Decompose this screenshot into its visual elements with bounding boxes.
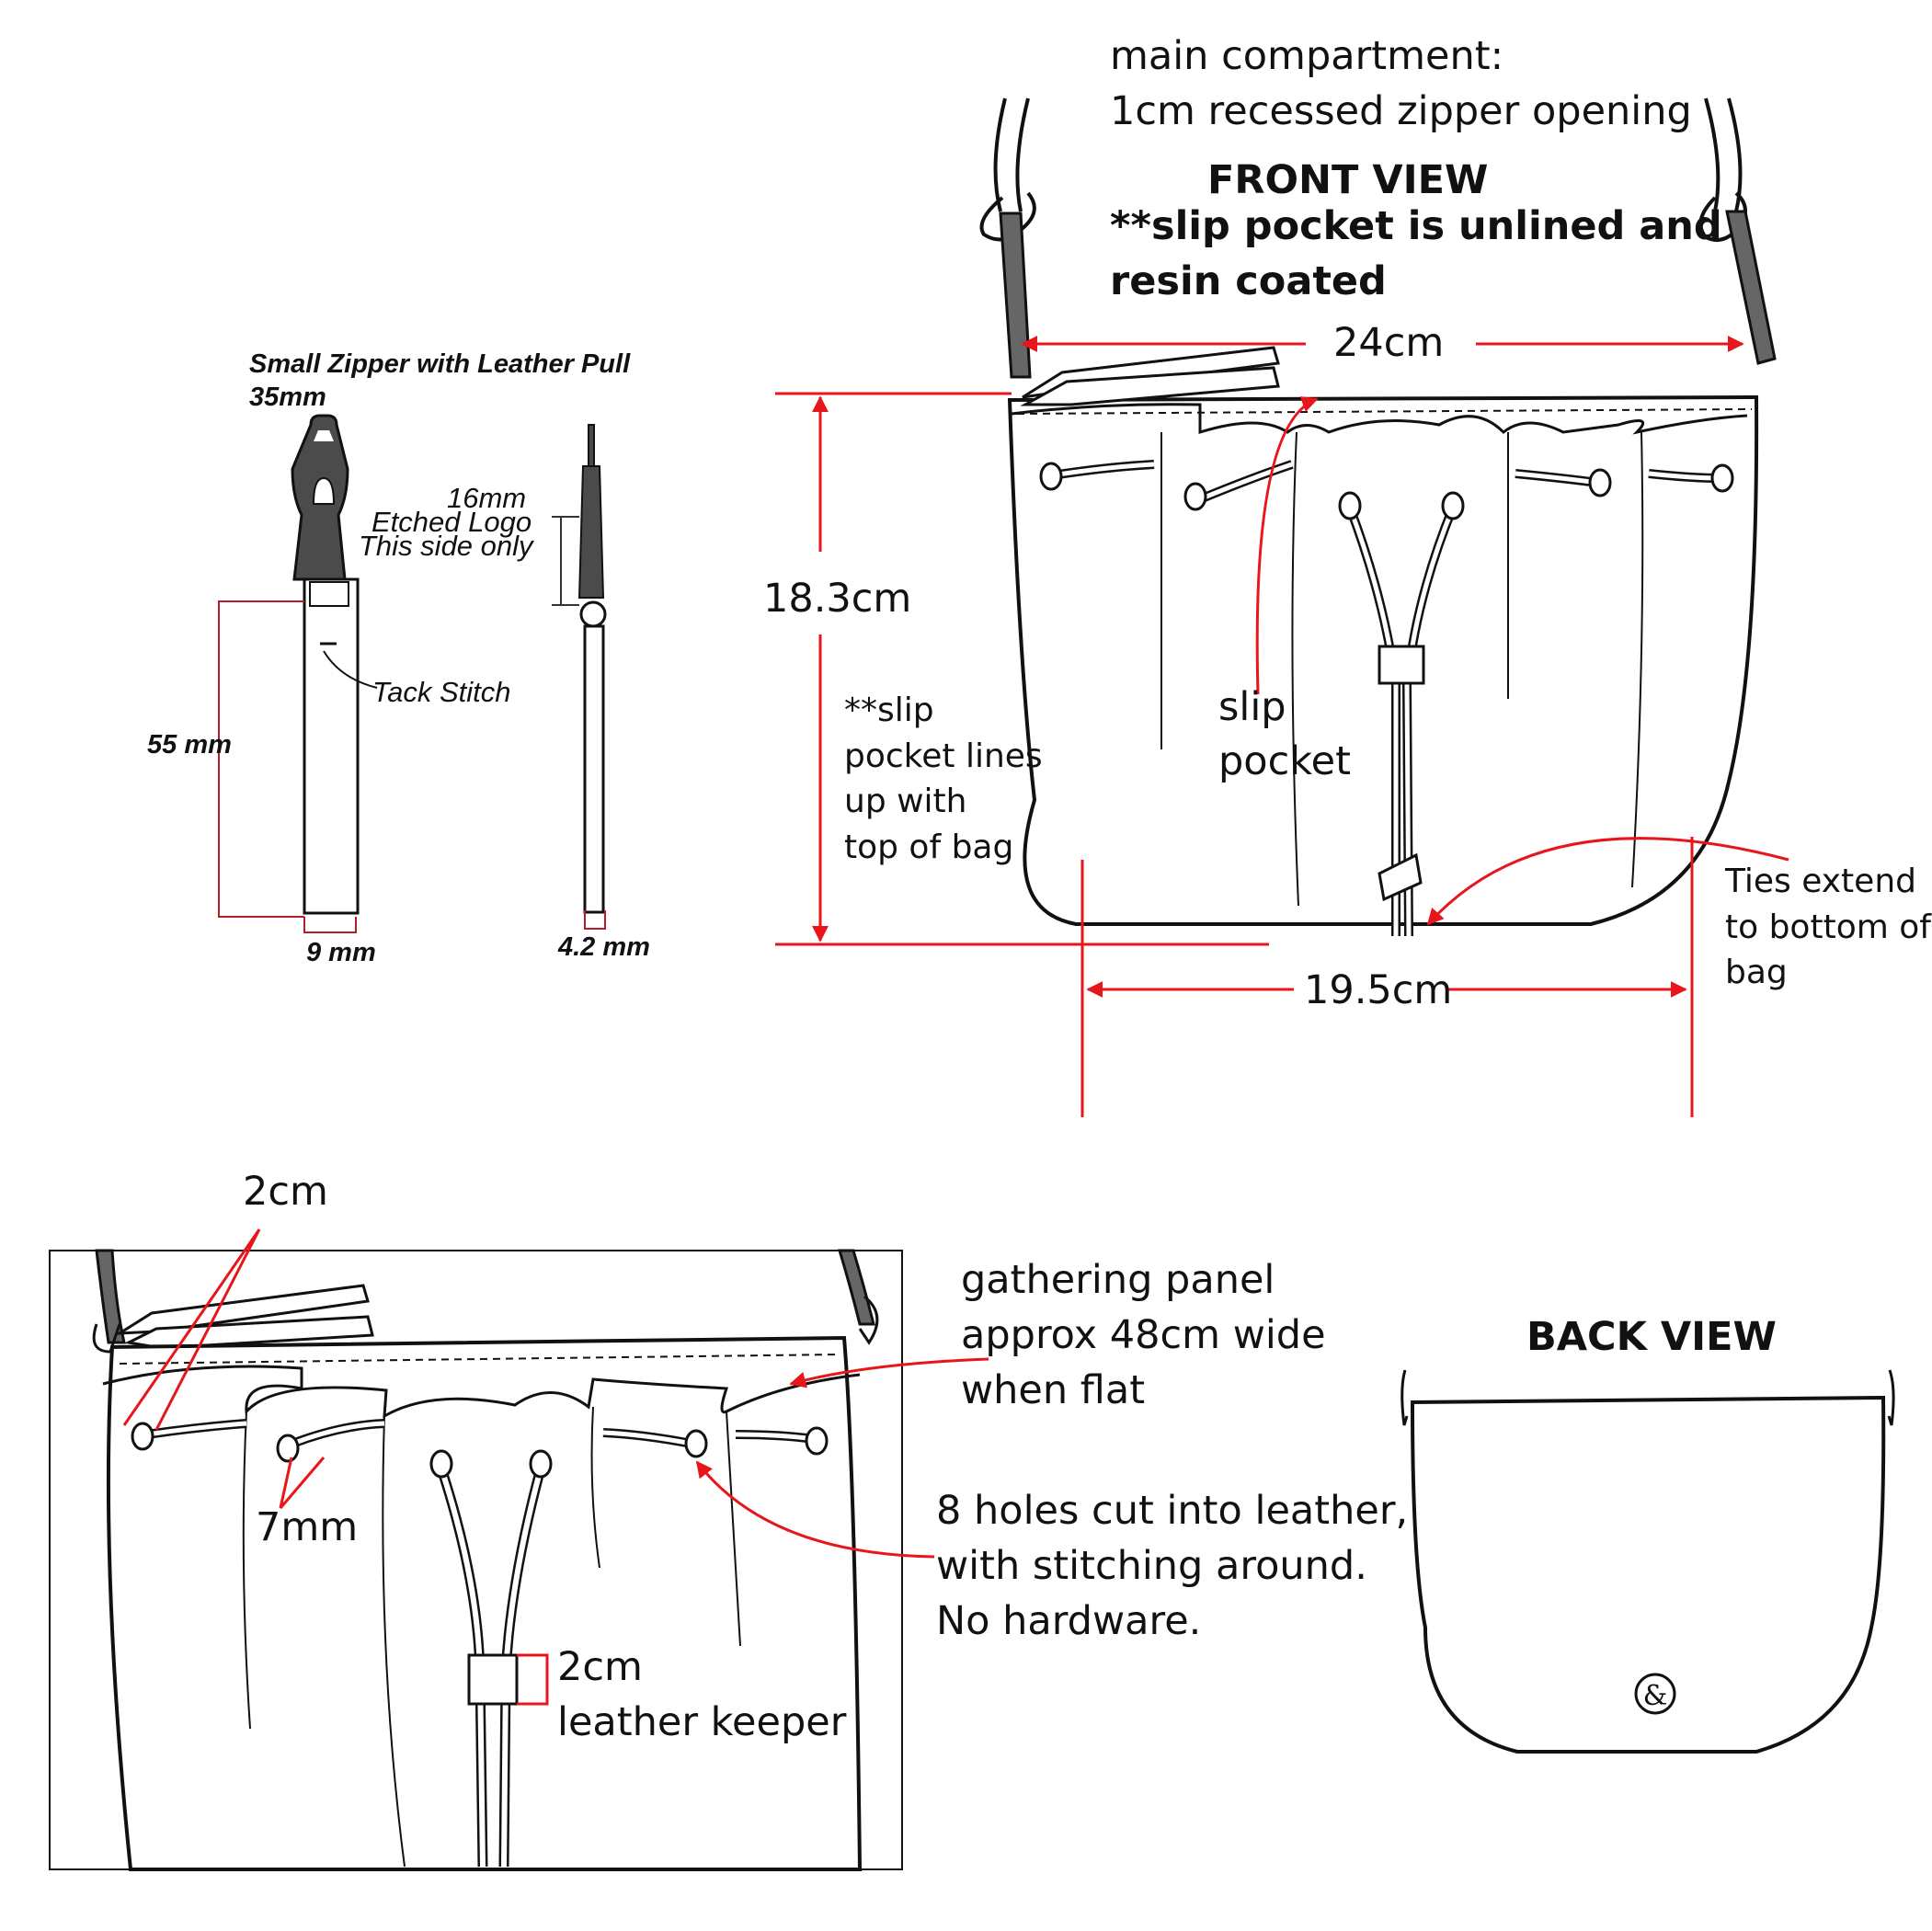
zipper-size: 35mm [249,383,326,412]
hole-spacing-label: 2cm [243,1169,328,1215]
logo-note-2: This side only [359,530,533,562]
zipper-pull-front [291,414,360,915]
top-width-label: 24cm [1333,320,1445,366]
logo-glyph: & [1643,1680,1668,1712]
thickness-label: 4.2 mm [558,932,650,962]
ties-note-line-1: Ties extend [1725,863,1916,900]
panel-note-line-2: approx 48cm wide [961,1312,1326,1359]
front-view-bag [979,97,1777,937]
holes-note: 8 holes cut into leather, with stitching… [936,1483,1408,1650]
ties-note-line-2: to bottom of [1725,908,1931,946]
detail-cord-keeper [467,1653,519,1706]
back-view-body [1410,1395,1886,1754]
strap-right [1704,97,1721,212]
height-label: 18.3cm [763,576,912,622]
slip-note-line-2: pocket lines [844,737,1043,775]
detail-view-bag [92,1249,879,1871]
tack-stitch-label: Tack Stitch [372,676,511,708]
slip-pocket-line-1: slip [1218,684,1286,730]
length-55mm-label: 55 mm [147,730,232,760]
ties-note-line-3: bag [1725,954,1788,992]
gathering-panel [1011,403,1748,435]
slip-note-line-1: **slip [844,691,934,729]
holes-note-line-1: 8 holes cut into leather, [936,1488,1409,1534]
zipper-title: Small Zipper with Leather Pull [249,349,631,379]
compartment-line-2: 1cm recessed zipper opening [1110,88,1692,134]
front-note-line-1: **slip pocket is unlined and [1110,203,1722,249]
cord-keeper [1378,645,1425,685]
ties-arrow [1426,837,1789,926]
slip-note-line-4: top of bag [844,828,1014,867]
front-note-line-2: resin coated [1110,258,1387,304]
hole-spacing-pointer [122,1228,261,1431]
keeper-bracket [517,1653,549,1706]
panel-note-line-1: gathering panel [961,1257,1275,1303]
slip-note-line-3: up with [844,783,967,821]
slip-pocket-label: slip pocket [1218,680,1351,790]
holes-arrow [695,1460,935,1559]
logo-badge [1634,1673,1676,1715]
front-view-title: FRONT VIEW [1207,157,1489,203]
bottom-width-label: 19.5cm [1304,967,1453,1013]
keeper-label: leather keeper [557,1699,847,1745]
holes-note-line-2: with stitching around. [936,1543,1367,1590]
logo-length-label: 16mm [447,482,527,514]
back-view-title: BACK VIEW [1526,1314,1777,1360]
width-9mm-bracket [303,917,357,933]
zipper-pull-side [577,424,607,914]
width-9mm-label: 9 mm [306,938,376,967]
slip-note: **slip pocket lines up with top of bag [844,688,1043,871]
panel-note: gathering panel approx 48cm wide when fl… [961,1252,1326,1419]
hole-size-label: 7mm [256,1504,359,1550]
keeper-size-label: 2cm [557,1644,643,1690]
compartment-line-1: main compartment: [1110,33,1504,79]
grommets-detail [131,1422,829,1479]
holes-note-line-3: No hardware. [936,1598,1202,1645]
length-55mm-bracket [218,600,304,918]
leather-pull [303,577,360,915]
thickness-bracket [584,910,606,930]
cord-knot [1378,852,1423,902]
tack-stitch-pointer [323,650,378,689]
panel-arrow [789,1357,989,1388]
hole-size-pointer [279,1457,326,1509]
grommets-front [1039,462,1734,520]
slip-pocket-arrow [1255,396,1319,695]
panel-note-line-3: when flat [961,1367,1146,1414]
slip-pocket-line-2: pocket [1218,738,1351,785]
detail-body [106,1335,863,1871]
ties-note: Ties extend to bottom of bag [1725,859,1931,996]
back-view-bag: & [1400,1369,1895,1754]
logo-note-1: Etched Logo [372,506,532,538]
